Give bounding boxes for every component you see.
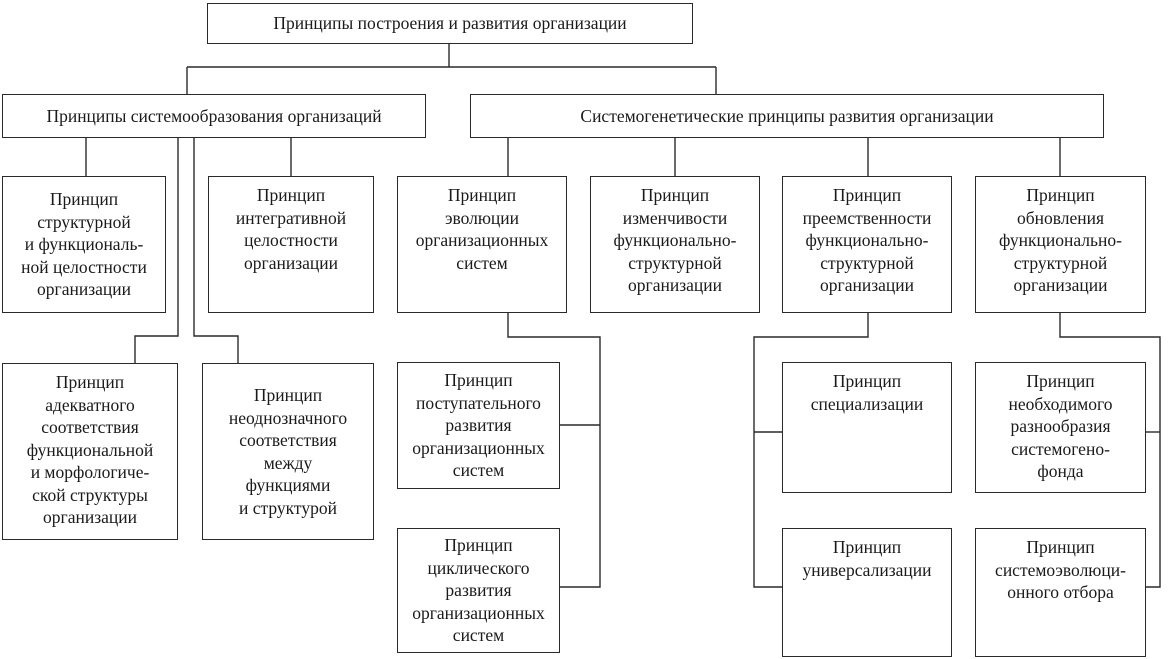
node-evolution-label: Принцип эволюции организационных систем [415, 185, 549, 273]
node-renewal: Принцип обновления функционально- структ… [975, 176, 1146, 313]
connector-left-ambiguous [193, 138, 239, 363]
node-evolutionary-selection: Принцип системоэволюци- онного отбора [975, 528, 1146, 657]
node-specialization: Принцип специализации [782, 362, 952, 493]
node-structural-integrity: Принцип структурной и функциональ- ной ц… [2, 176, 166, 313]
node-continuity: Принцип преемственности функционально- с… [782, 176, 952, 313]
node-integrative-integrity-label: Принцип интегративной целостности органи… [235, 185, 347, 273]
node-variability: Принцип изменчивости функционально- стру… [590, 176, 760, 313]
node-evolution: Принцип эволюции организационных систем [397, 176, 567, 313]
node-ambiguous-correspondence: Принцип неоднозначного соответствия межд… [202, 363, 374, 540]
root-box: Принципы построения и развития организац… [207, 3, 693, 44]
root-label: Принципы построения и развития организац… [273, 13, 627, 34]
node-progressive: Принцип поступательного развития организ… [397, 362, 560, 489]
connector-left-adequate [134, 138, 179, 363]
connector-continuity-branch [753, 313, 869, 588]
node-progressive-label: Принцип поступательного развития организ… [412, 370, 545, 481]
node-cyclic: Принцип циклического развития организаци… [397, 528, 560, 653]
node-ambiguous-correspondence-label: Принцип неоднозначного соответствия межд… [228, 385, 348, 518]
node-evolutionary-selection-label: Принцип системоэволюци- онного отбора [995, 537, 1126, 602]
connector-evolution-branch [507, 313, 601, 588]
right-header-label: Системогенетические принципы развития ор… [580, 105, 994, 126]
connector-renewal-branch [1059, 313, 1161, 588]
node-renewal-label: Принцип обновления функционально- структ… [999, 185, 1122, 295]
node-universalization-label: Принцип универсализации [802, 537, 932, 580]
right-header-box: Системогенетические принципы развития ор… [470, 94, 1104, 138]
left-header-label: Принципы системообразования организаций [46, 105, 382, 126]
node-specialization-label: Принцип специализации [810, 371, 924, 414]
node-necessary-diversity: Принцип необходимого разнообразия систем… [975, 362, 1146, 493]
node-structural-integrity-label: Принцип структурной и функциональ- ной ц… [21, 189, 147, 300]
node-variability-label: Принцип изменчивости функционально- стру… [613, 185, 737, 295]
node-adequate-correspondence: Принцип адекватного соответствия функцио… [2, 363, 178, 540]
node-continuity-label: Принцип преемственности функционально- с… [802, 185, 932, 295]
node-universalization: Принцип универсализации [782, 528, 952, 657]
node-cyclic-label: Принцип циклического развития организаци… [412, 535, 545, 646]
node-adequate-correspondence-label: Принцип адекватного соответствия функцио… [26, 372, 154, 527]
left-header-box: Принципы системообразования организаций [2, 94, 426, 138]
node-necessary-diversity-label: Принцип необходимого разнообразия систем… [1008, 371, 1113, 481]
node-integrative-integrity: Принцип интегративной целостности органи… [208, 176, 374, 313]
